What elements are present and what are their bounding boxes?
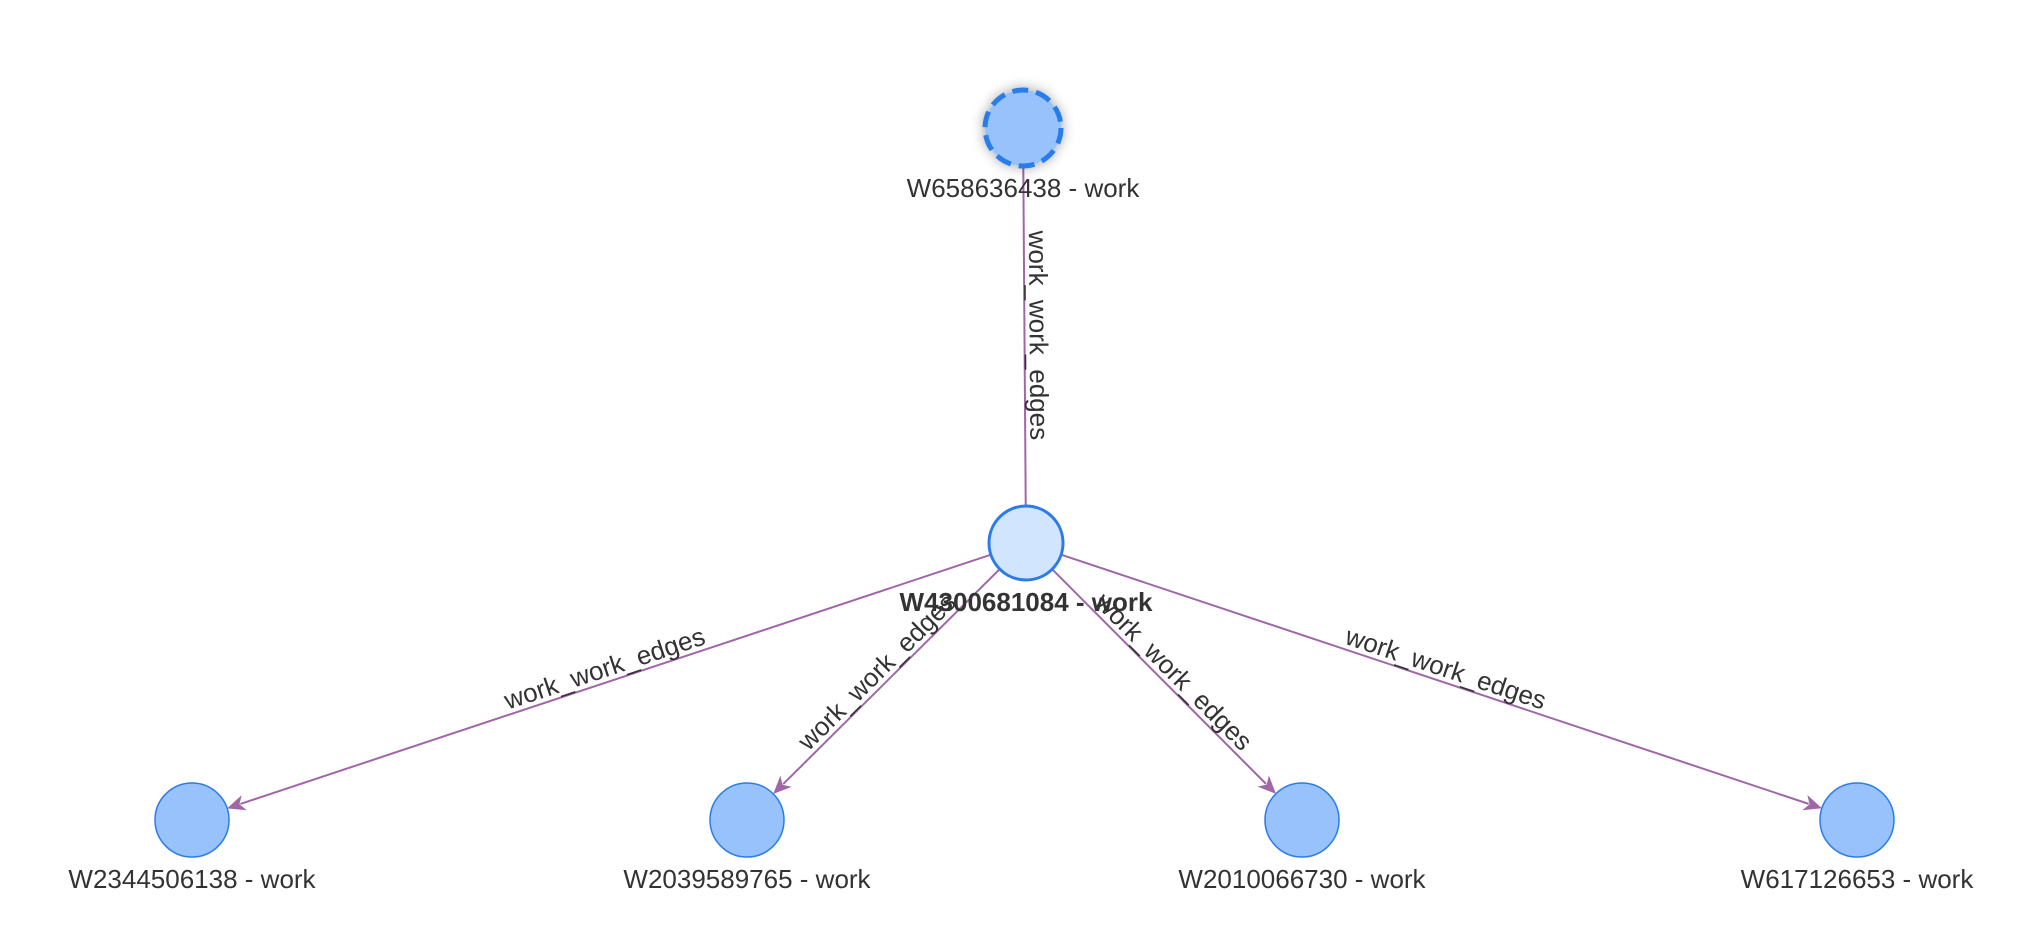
node-W658636438[interactable]: [982, 87, 1064, 169]
node-circle[interactable]: [154, 782, 230, 858]
edge-arrowhead: [227, 795, 247, 811]
node-circle-selected[interactable]: [982, 87, 1064, 169]
node-W2010066730[interactable]: [1264, 782, 1340, 858]
edge-label: work_work_edges: [499, 621, 708, 716]
node-W617126653[interactable]: [1819, 782, 1895, 858]
node-W4300681084[interactable]: [987, 504, 1065, 582]
node-circle[interactable]: [1819, 782, 1895, 858]
node-circle[interactable]: [709, 782, 785, 858]
node-label: W658636438 - work: [907, 173, 1141, 203]
edge-line: [1060, 553, 1809, 805]
node-W2344506138[interactable]: [154, 782, 230, 858]
node-circle[interactable]: [1264, 782, 1340, 858]
node-circle-focus[interactable]: [987, 504, 1065, 582]
edge-line: [240, 553, 992, 805]
edge-arrowhead: [1257, 775, 1276, 794]
edges-layer: work_work_edges work_work_edges work_work_…: [227, 165, 1822, 811]
edge-label: work_work_edges: [1341, 620, 1550, 715]
node-W2039589765[interactable]: [709, 782, 785, 858]
edge-W658636438-W4300681084[interactable]: work_work_edges: [1022, 165, 1055, 507]
edge-label: work_work_edges: [1023, 230, 1055, 441]
nodes-layer: [154, 87, 1895, 858]
edge-line: [1051, 568, 1267, 785]
node-label: W617126653 - work: [1741, 864, 1975, 894]
node-label: W4300681084 - work: [900, 587, 1153, 617]
edge-arrowhead: [773, 775, 792, 794]
node-label: W2039589765 - work: [623, 864, 871, 894]
edge-arrowhead: [1802, 795, 1822, 811]
edge-line: [782, 568, 1001, 785]
node-label: W2010066730 - work: [1178, 864, 1426, 894]
node-label: W2344506138 - work: [68, 864, 316, 894]
edge-line: [1022, 165, 1027, 507]
